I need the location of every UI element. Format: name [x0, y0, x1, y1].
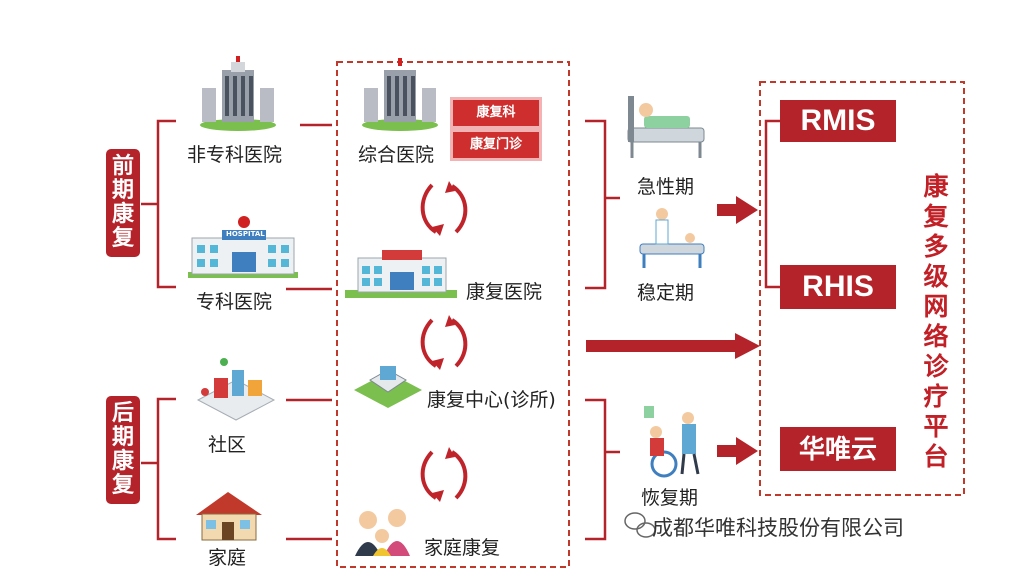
hospital-bed-icon — [627, 96, 705, 158]
general-hospital-icon — [362, 58, 438, 131]
rehab-hospital-label: 康复医院 — [466, 281, 543, 303]
wheelchair-icon — [644, 406, 700, 478]
early-phase-tag: 前期康复 — [106, 149, 140, 257]
early-bracket — [141, 119, 176, 289]
platform-bracket — [764, 119, 783, 289]
arrow-to-platform-middle — [586, 333, 760, 359]
rehab-center-icon — [354, 366, 422, 408]
cycle-arrow-2 — [420, 315, 468, 370]
community-icon — [196, 358, 276, 421]
non-specialized-hospital-label: 非专科医院 — [187, 144, 283, 166]
recovery-stage-label: 恢复期 — [641, 487, 699, 509]
home-rehab-label: 家庭康复 — [424, 537, 501, 559]
late-bracket — [141, 397, 176, 541]
rehab-hospital-icon — [345, 250, 457, 298]
huawei-cloud-box: 华唯云 — [780, 427, 896, 471]
stable-stage-label: 稳定期 — [637, 282, 695, 304]
rehab-clinic-tag: 康复门诊 — [453, 132, 539, 158]
patient-bed-icon — [639, 208, 705, 268]
rmis-box: RMIS — [780, 100, 896, 142]
center-dashed-box — [336, 61, 570, 568]
stage-bracket-top — [585, 119, 620, 290]
cycle-arrow-3 — [420, 447, 468, 502]
specialized-hospital-label: 专科医院 — [196, 291, 273, 313]
house-icon — [196, 492, 262, 541]
platform-dashed-box — [759, 81, 965, 496]
rehab-dept-tag: 康复科 — [453, 100, 539, 126]
community-label: 社区 — [208, 434, 247, 456]
hospital-building-icon — [200, 56, 276, 131]
stage-bracket-bottom — [585, 398, 620, 541]
rhis-box: RHIS — [780, 265, 896, 309]
rehab-center-label: 康复中心(诊所) — [427, 389, 556, 411]
wechat-icon — [624, 512, 656, 538]
specialized-hospital-icon — [188, 216, 298, 278]
arrow-to-platform-bottom — [717, 437, 758, 465]
family-icon — [355, 509, 410, 556]
cycle-arrow-1 — [420, 181, 468, 236]
connector-lines — [286, 123, 332, 541]
company-watermark: 成都华唯科技股份有限公司 — [652, 516, 904, 540]
specialized-hospital-sign: HOSPITAL — [226, 230, 265, 238]
home-label: 家庭 — [208, 547, 247, 569]
late-phase-tag: 后期康复 — [106, 396, 140, 504]
platform-title: 康复多级网络诊疗平台 — [923, 172, 949, 471]
arrow-to-platform-top — [717, 196, 758, 224]
acute-stage-label: 急性期 — [637, 176, 695, 198]
general-hospital-label: 综合医院 — [358, 144, 435, 166]
